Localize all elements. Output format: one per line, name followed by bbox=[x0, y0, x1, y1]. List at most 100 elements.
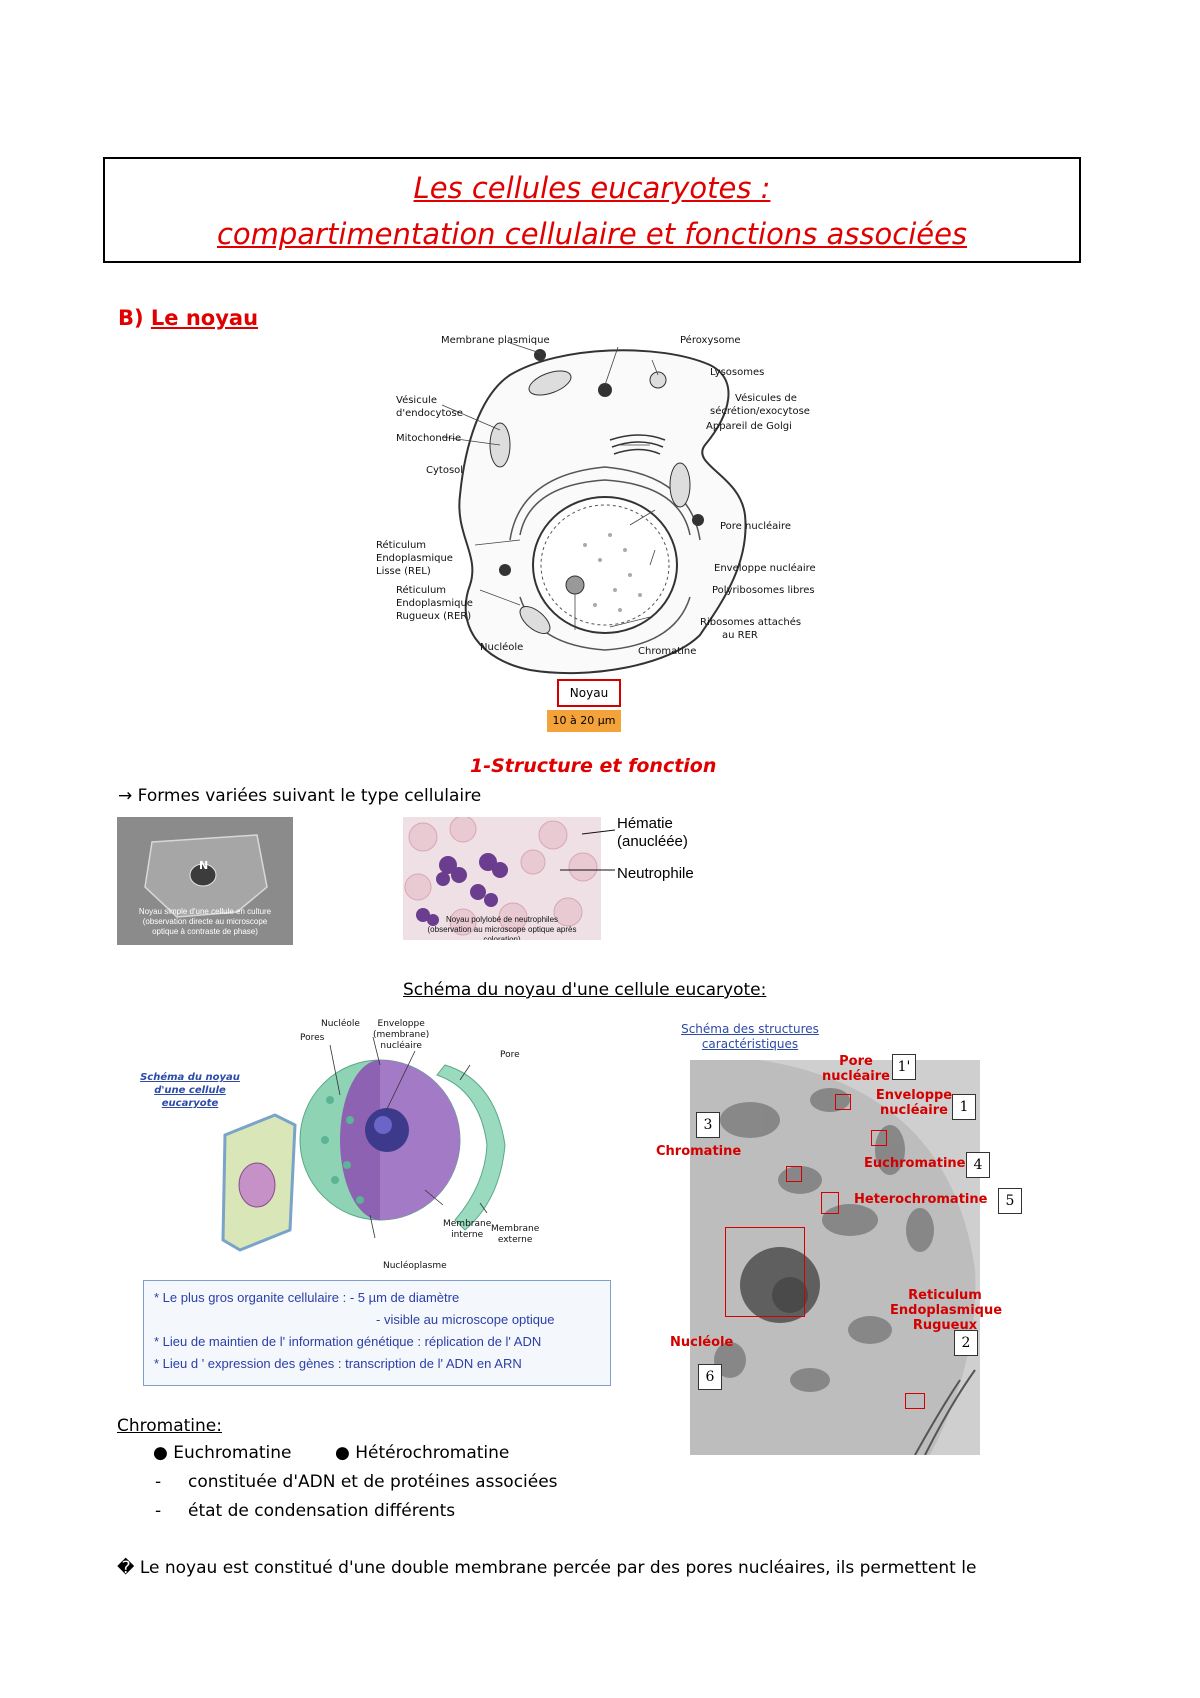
label-mitochondrie: Mitochondrie bbox=[396, 433, 462, 444]
dash-1: - bbox=[155, 1472, 162, 1492]
label-pore-3d: Pore bbox=[500, 1050, 520, 1060]
nucleus-figure-title-2: d'une cellule eucaryote bbox=[154, 1085, 226, 1109]
neutrophil-leader-lines bbox=[560, 829, 616, 871]
section-name: Le noyau bbox=[150, 306, 259, 330]
subsection-heading: 1-Structure et fonction bbox=[470, 755, 717, 777]
label-enveloppe-em-2: nucléaire bbox=[880, 1103, 948, 1118]
micro1-caption-3: optique à contraste de phase) bbox=[152, 927, 258, 936]
label-reticulum-2: Réticulum bbox=[396, 585, 447, 596]
label-euchromatine-em: Euchromatine bbox=[864, 1156, 966, 1171]
reticulum-highlight-box bbox=[905, 1393, 925, 1409]
enveloppe-highlight-box bbox=[871, 1130, 887, 1146]
num-box-1prime: 1' bbox=[892, 1054, 916, 1080]
nucleus-marker: N bbox=[199, 859, 209, 872]
label-membrane-plasmique: Membrane plasmique bbox=[441, 335, 550, 346]
info-line-1: * Le plus gros organite cellulaire : - 5… bbox=[154, 1290, 460, 1305]
cultured-cell-image bbox=[117, 817, 293, 945]
chromatine-heading: Chromatine: bbox=[117, 1416, 222, 1436]
size-badge: 10 à 20 µm bbox=[547, 710, 621, 732]
bullet-euchromatine: ● Euchromatine bbox=[153, 1443, 292, 1463]
euchromatine-highlight-box bbox=[786, 1166, 802, 1182]
label-nucleoplasme: Nucléoplasme bbox=[383, 1261, 447, 1271]
nucleole-highlight-box bbox=[725, 1227, 805, 1317]
label-pore-nucleaire: Pore nucléaire bbox=[720, 521, 792, 532]
num-box-3: 3 bbox=[696, 1112, 720, 1138]
info-line-2: - visible au microscope optique bbox=[376, 1312, 555, 1327]
label-membrane-interne: Membrane interne bbox=[443, 1219, 491, 1241]
label-reticulum-em: Reticulum Endoplasmique Rugueux bbox=[890, 1288, 1003, 1333]
nucleus-figure-title-1: Schéma du noyau bbox=[140, 1072, 240, 1083]
label-cytosol: Cytosol bbox=[426, 465, 464, 476]
label-enveloppe-3d-3: nucléaire bbox=[380, 1041, 422, 1051]
noyau-box: Noyau bbox=[557, 679, 621, 707]
micro1-caption: Noyau simple d'une cellule en culture (o… bbox=[123, 907, 287, 937]
num-box-5: 5 bbox=[998, 1188, 1022, 1214]
last-paragraph-line: � Le noyau est constitué d'une double me… bbox=[117, 1558, 977, 1578]
info-line-3: * Lieu de maintien de l' information gén… bbox=[154, 1334, 542, 1349]
num-box-4: 4 bbox=[966, 1152, 990, 1178]
label-rer: Rugueux (RER) bbox=[396, 611, 472, 622]
micro2-caption: Noyau polylobé de neutrophiles (observat… bbox=[409, 915, 595, 940]
num-box-6: 6 bbox=[698, 1364, 722, 1390]
label-enveloppe-3d-1: Enveloppe bbox=[377, 1019, 425, 1029]
label-enveloppe-em-1: Enveloppe bbox=[875, 1088, 953, 1103]
label-chromatine: Chromatine bbox=[638, 646, 697, 657]
chromatine-item-1: constituée d'ADN et de protéines associé… bbox=[188, 1472, 558, 1492]
em-figure-title-1: Schéma des structures bbox=[681, 1022, 819, 1036]
micro1-caption-2: (observation directe au microscope bbox=[142, 917, 268, 926]
num-box-2: 2 bbox=[954, 1330, 978, 1356]
label-pore-em-2: nucléaire bbox=[822, 1069, 890, 1084]
label-pore-nucleaire-em: Pore nucléaire bbox=[816, 1054, 896, 1084]
label-hematie: Hématie (anucléée) bbox=[617, 815, 688, 851]
label-lysosomes: Lysosomes bbox=[710, 367, 765, 378]
label-au-rer: au RER bbox=[722, 630, 758, 641]
section-letter: B) bbox=[118, 306, 144, 330]
label-reticulum-1: Réticulum bbox=[376, 540, 427, 551]
em-figure-title-2: caractéristiques bbox=[701, 1037, 799, 1051]
label-enveloppe-3d: Enveloppe (membrane) nucléaire bbox=[373, 1019, 429, 1052]
micrograph-neutrophils: Noyau polylobé de neutrophiles (observat… bbox=[403, 817, 601, 940]
cell-illustration bbox=[441, 342, 747, 675]
section-heading: B) Le noyau bbox=[118, 306, 258, 330]
label-nucleole-3d: Nucléole bbox=[321, 1019, 360, 1029]
nucleus-figure-title: Schéma du noyau d'une cellule eucaryote bbox=[125, 1071, 255, 1110]
title-box: Les cellules eucaryotes : compartimentat… bbox=[103, 157, 1081, 263]
nucleus-3d-diagram: Schéma du noyau d'une cellule eucaryote … bbox=[125, 1019, 545, 1275]
label-ribosomes-attaches: Ribosomes attachés bbox=[700, 617, 802, 628]
label-peroxysome: Péroxysome bbox=[680, 335, 741, 346]
label-chromatine-em: Chromatine bbox=[656, 1144, 742, 1159]
em-figure-title: Schéma des structures caractéristiques bbox=[660, 1022, 840, 1052]
label-membrane-externe: Membrane externe bbox=[491, 1224, 539, 1246]
title-line-2: compartimentation cellulaire et fonction… bbox=[216, 217, 968, 251]
nucleus-info-box: * Le plus gros organite cellulaire : - 5… bbox=[143, 1280, 611, 1386]
label-pores: Pores bbox=[300, 1033, 325, 1043]
label-enveloppe-em: Enveloppe nucléaire bbox=[874, 1088, 954, 1118]
heterochromatine-highlight-box bbox=[821, 1192, 839, 1214]
label-heterochromatine-em: Heterochromatine bbox=[854, 1192, 988, 1207]
label-reticulum-em-3: Rugueux bbox=[912, 1318, 978, 1333]
label-polyribosomes: Polyribosomes libres bbox=[712, 585, 815, 596]
label-hematie-2: (anucléée) bbox=[617, 833, 688, 850]
neutrophil-image bbox=[403, 817, 601, 940]
title-line-1: Les cellules eucaryotes : bbox=[413, 171, 771, 205]
micrograph-cultured-cell: N Noyau simple d'une cellule en culture … bbox=[117, 817, 293, 945]
dash-2: - bbox=[155, 1501, 162, 1521]
label-membrane-interne-2: interne bbox=[451, 1230, 484, 1240]
label-enveloppe-3d-2: (membrane) bbox=[373, 1030, 430, 1040]
num-box-1: 1 bbox=[952, 1094, 976, 1120]
label-vesicule: Vésicule bbox=[396, 395, 437, 406]
schema-heading: Schéma du noyau d'une cellule eucaryote: bbox=[403, 980, 767, 1000]
label-reticulum-em-2: Endoplasmique bbox=[890, 1303, 1003, 1318]
micro1-caption-1: Noyau simple d'une cellule en culture bbox=[138, 907, 272, 916]
label-hematie-1: Hématie bbox=[617, 815, 673, 832]
label-vesicules-de: Vésicules de bbox=[735, 393, 797, 404]
label-membrane-externe-1: Membrane bbox=[491, 1224, 540, 1234]
bullet-heterochromatine: ● Hétérochromatine bbox=[335, 1443, 510, 1463]
em-micrograph bbox=[690, 1060, 980, 1455]
label-enveloppe-nucleaire: Enveloppe nucléaire bbox=[714, 563, 816, 574]
nucleus-3d-illustration bbox=[221, 1036, 506, 1252]
label-membrane-interne-1: Membrane bbox=[443, 1219, 492, 1229]
pore-highlight-box bbox=[835, 1094, 851, 1110]
label-neutrophile: Neutrophile bbox=[617, 865, 694, 882]
chromatine-item-2: état de condensation différents bbox=[188, 1501, 456, 1521]
